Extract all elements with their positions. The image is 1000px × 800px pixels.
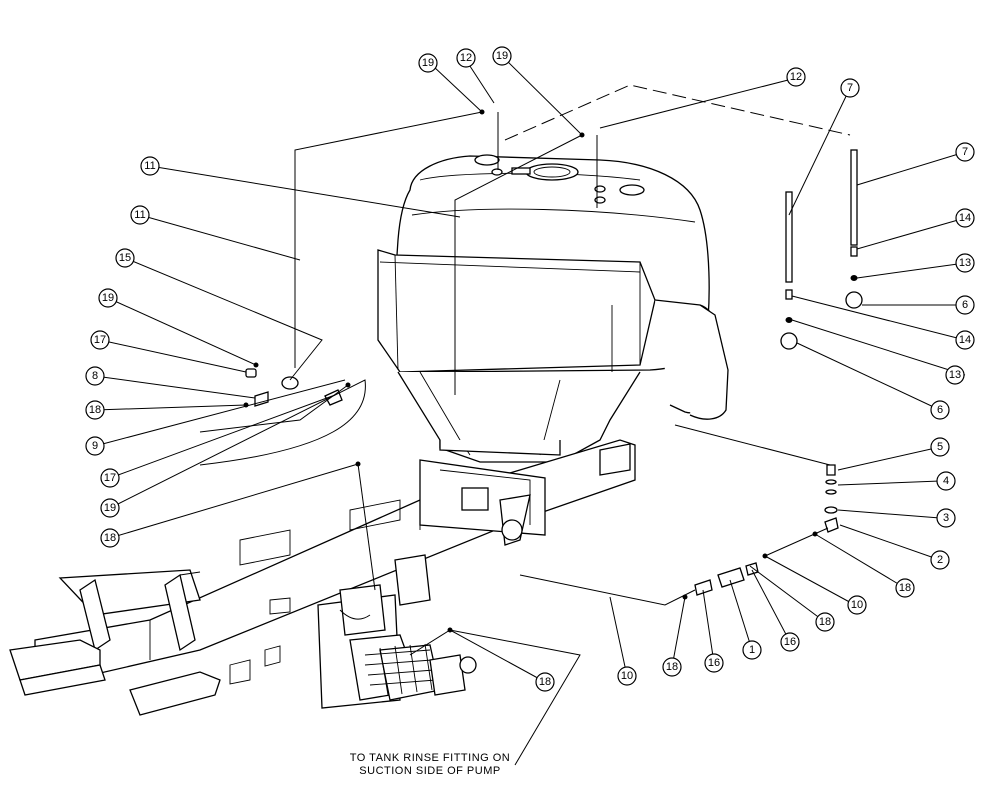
svg-text:10: 10 bbox=[621, 670, 633, 682]
svg-text:7: 7 bbox=[847, 82, 853, 94]
svg-text:13: 13 bbox=[949, 369, 961, 381]
svg-text:13: 13 bbox=[959, 257, 971, 269]
svg-text:19: 19 bbox=[104, 502, 116, 514]
callout-6: 6 bbox=[930, 400, 950, 420]
callout-5: 5 bbox=[930, 437, 950, 457]
callout-19: 19 bbox=[98, 288, 118, 308]
svg-text:12: 12 bbox=[790, 71, 802, 83]
svg-text:14: 14 bbox=[959, 334, 971, 346]
svg-text:14: 14 bbox=[959, 212, 971, 224]
callout-12: 12 bbox=[456, 48, 476, 68]
svg-text:6: 6 bbox=[937, 404, 943, 416]
callout-1: 1 bbox=[742, 640, 762, 660]
callout-13: 13 bbox=[945, 365, 965, 385]
svg-text:7: 7 bbox=[962, 146, 968, 158]
svg-text:8: 8 bbox=[92, 370, 98, 382]
callout-19: 19 bbox=[100, 498, 120, 518]
callout-2: 2 bbox=[930, 550, 950, 570]
svg-text:17: 17 bbox=[104, 472, 116, 484]
callout-4: 4 bbox=[936, 471, 956, 491]
svg-text:11: 11 bbox=[134, 209, 145, 221]
spray-tank bbox=[377, 154, 729, 463]
svg-text:16: 16 bbox=[784, 636, 796, 648]
svg-text:2: 2 bbox=[937, 554, 943, 566]
svg-text:19: 19 bbox=[422, 57, 434, 69]
left-fittings bbox=[245, 368, 343, 407]
callout-16: 16 bbox=[780, 632, 800, 652]
callout-11: 11 bbox=[140, 156, 160, 176]
connection-dots bbox=[243, 109, 818, 633]
callout-14: 14 bbox=[955, 330, 975, 350]
svg-text:18: 18 bbox=[89, 404, 101, 416]
svg-text:9: 9 bbox=[92, 440, 98, 452]
svg-text:19: 19 bbox=[496, 50, 508, 62]
callout-18: 18 bbox=[815, 612, 835, 632]
callout-19: 19 bbox=[418, 53, 438, 73]
callout-19: 19 bbox=[492, 46, 512, 66]
callout-17: 17 bbox=[90, 330, 110, 350]
svg-text:3: 3 bbox=[943, 512, 949, 524]
callout-10: 10 bbox=[617, 666, 637, 686]
svg-text:5: 5 bbox=[937, 441, 943, 453]
note-line-2: SUCTION SIDE OF PUMP bbox=[359, 765, 501, 777]
rinse-fitting-note: TO TANK RINSE FITTING ON SUCTION SIDE OF… bbox=[300, 752, 560, 778]
callout-18: 18 bbox=[85, 400, 105, 420]
svg-text:18: 18 bbox=[104, 532, 116, 544]
callout-6: 6 bbox=[955, 295, 975, 315]
trailer-frame bbox=[9, 439, 636, 716]
callout-18: 18 bbox=[100, 528, 120, 548]
svg-text:17: 17 bbox=[94, 334, 106, 346]
sight-gauge-parts bbox=[780, 149, 863, 350]
svg-text:18: 18 bbox=[899, 582, 911, 594]
callout-12: 12 bbox=[786, 67, 806, 87]
svg-text:18: 18 bbox=[666, 661, 678, 673]
callout-15: 15 bbox=[115, 248, 135, 268]
callout-7: 7 bbox=[840, 78, 860, 98]
svg-text:6: 6 bbox=[962, 299, 968, 311]
svg-text:18: 18 bbox=[819, 616, 831, 628]
svg-text:15: 15 bbox=[119, 252, 131, 264]
leader-lines bbox=[94, 55, 966, 766]
inline-fittings bbox=[694, 562, 759, 596]
callout-11: 11 bbox=[130, 205, 150, 225]
callout-17: 17 bbox=[100, 468, 120, 488]
callout-3: 3 bbox=[936, 508, 956, 528]
callout-18: 18 bbox=[535, 672, 555, 692]
svg-text:16: 16 bbox=[708, 657, 720, 669]
svg-text:1: 1 bbox=[749, 644, 755, 656]
callout-13: 13 bbox=[955, 253, 975, 273]
svg-text:18: 18 bbox=[539, 676, 551, 688]
svg-text:4: 4 bbox=[943, 475, 949, 487]
pump-assembly bbox=[317, 554, 477, 709]
svg-text:11: 11 bbox=[144, 160, 155, 172]
callout-9: 9 bbox=[85, 436, 105, 456]
callout-18: 18 bbox=[895, 578, 915, 598]
callout-18: 18 bbox=[662, 657, 682, 677]
right-fittings bbox=[824, 464, 839, 533]
callout-8: 8 bbox=[85, 366, 105, 386]
svg-text:10: 10 bbox=[851, 599, 863, 611]
callout-10: 10 bbox=[847, 595, 867, 615]
svg-text:19: 19 bbox=[102, 292, 114, 304]
svg-text:12: 12 bbox=[460, 52, 472, 64]
callout-7: 7 bbox=[955, 142, 975, 162]
note-line-1: TO TANK RINSE FITTING ON bbox=[349, 752, 511, 764]
callout-14: 14 bbox=[955, 208, 975, 228]
callout-16: 16 bbox=[704, 653, 724, 673]
